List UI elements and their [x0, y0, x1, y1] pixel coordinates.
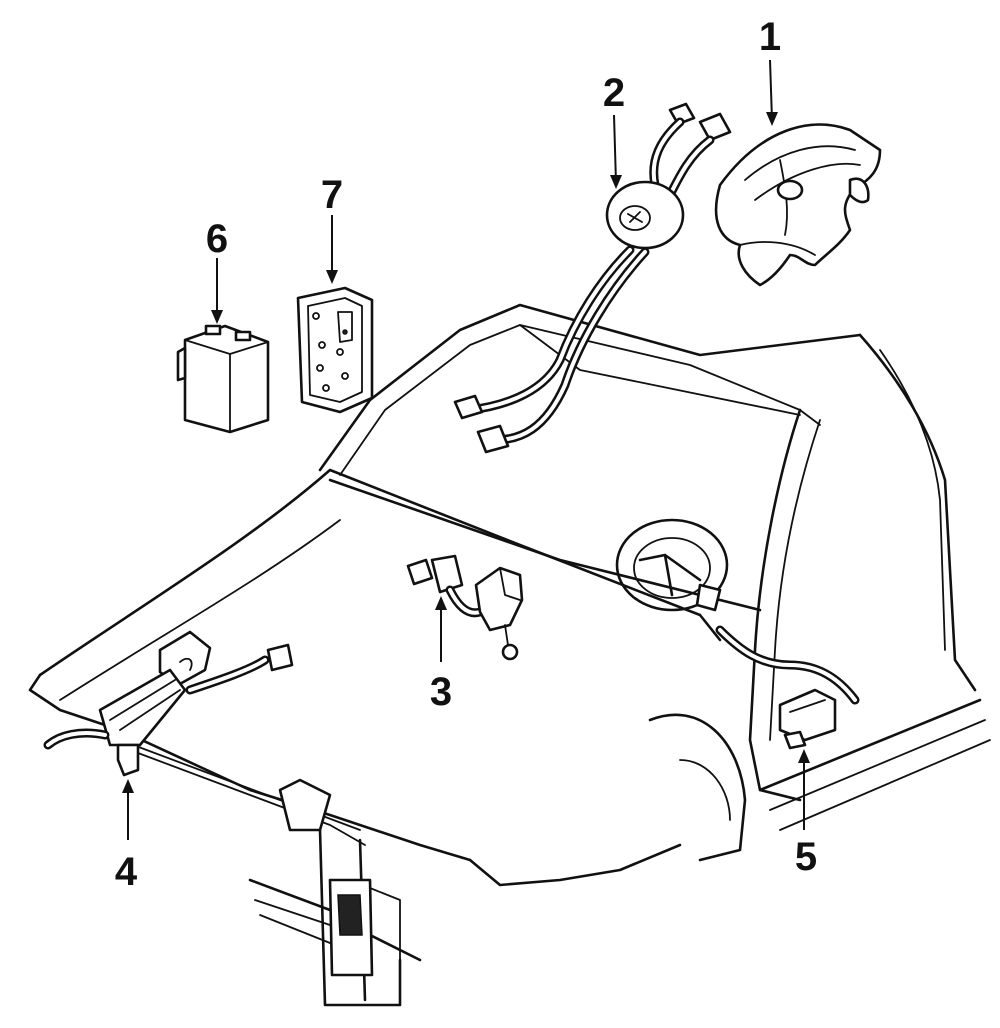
part-6-control-module[interactable]	[176, 324, 270, 434]
part-2-clock-spring[interactable]	[453, 102, 732, 454]
callout-6: 6	[206, 217, 228, 261]
part-1-airbag-module[interactable]	[714, 123, 882, 287]
callout-3: 3	[430, 670, 452, 714]
callout-7: 7	[321, 173, 343, 217]
part-7-mounting-bracket[interactable]	[296, 286, 374, 414]
callout-4: 4	[115, 850, 138, 894]
callout-5: 5	[795, 835, 817, 879]
car-body-outline	[28, 303, 991, 1007]
callout-2: 2	[603, 71, 625, 115]
part-5-side-sensor-harness[interactable]	[715, 625, 860, 750]
part-4-front-sensor-harness[interactable]	[43, 630, 294, 777]
part-3-sensor[interactable]	[406, 554, 524, 661]
leader-arrows	[122, 59, 810, 840]
callout-1: 1	[759, 15, 781, 59]
steering-wheel-icon	[615, 518, 729, 612]
